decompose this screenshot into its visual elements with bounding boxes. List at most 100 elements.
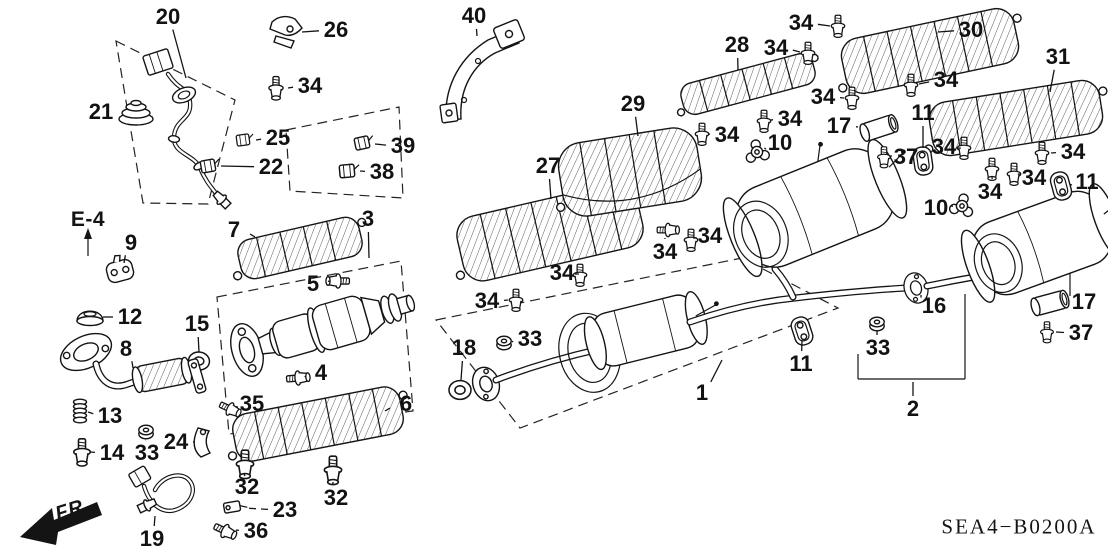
leader-line-39-7	[374, 143, 387, 146]
callout-17-20[interactable]: 17	[826, 113, 852, 138]
heat-shield-7	[232, 216, 367, 281]
e4-arrow-head	[84, 228, 92, 239]
callout-34-2[interactable]: 34	[297, 73, 323, 98]
callout-10-23[interactable]: 10	[767, 130, 793, 155]
leader-line-11-28	[1070, 183, 1073, 186]
bolt-37-bottom	[1040, 321, 1054, 344]
callout-37-32[interactable]: 37	[1068, 320, 1094, 345]
callout-34-24[interactable]: 34	[931, 134, 957, 159]
group-box-converter	[216, 260, 414, 435]
callout-13-53[interactable]: 13	[97, 403, 123, 428]
callout-5-45[interactable]: 5	[306, 271, 320, 296]
callout-32-57[interactable]: 32	[234, 474, 260, 499]
clip-39	[353, 133, 376, 152]
leader-line-32-57	[243, 473, 246, 477]
clip-38	[338, 162, 361, 179]
callout-28-11[interactable]: 28	[724, 32, 750, 57]
callout-34-25[interactable]: 34	[1060, 139, 1086, 164]
callout-34-38[interactable]: 34	[697, 223, 723, 248]
bolt-14	[72, 438, 92, 467]
hanger-bracket-9	[105, 254, 135, 284]
callout-37-22[interactable]: 37	[893, 144, 919, 169]
callout-31-13[interactable]: 31	[1045, 44, 1071, 69]
callout-11-28[interactable]: 11	[1075, 169, 1099, 194]
nut-33-center	[496, 335, 512, 351]
callout-33-41[interactable]: 33	[517, 326, 543, 351]
callout-34-14[interactable]: 34	[788, 10, 814, 35]
callout-34-40[interactable]: 34	[474, 288, 500, 313]
callout-34-17[interactable]: 34	[810, 84, 836, 109]
group-bracket-rear	[857, 233, 1071, 380]
callout-12-50[interactable]: 12	[117, 304, 143, 329]
callout-20-0[interactable]: 20	[155, 4, 181, 29]
callout-26-1[interactable]: 26	[323, 17, 349, 42]
callout-21-4[interactable]: 21	[88, 99, 114, 124]
leader-line-10-23	[764, 147, 767, 150]
heat-shield-6	[227, 386, 408, 462]
callout-34-15[interactable]: 34	[763, 35, 789, 60]
bolt-34-29b	[683, 228, 699, 253]
callout-34-39[interactable]: 34	[549, 260, 575, 285]
callout-4-46[interactable]: 4	[314, 360, 328, 385]
leader-line-30-12	[937, 30, 955, 33]
callout-34-26[interactable]: 34	[1021, 165, 1047, 190]
callout-8-51[interactable]: 8	[119, 336, 133, 361]
callout-40-3[interactable]: 40	[461, 3, 487, 28]
callout-33-33[interactable]: 33	[865, 335, 891, 360]
callout-34-19[interactable]: 34	[714, 122, 740, 147]
leader-line-34-14	[817, 23, 831, 27]
leader-line-23-59	[243, 507, 269, 511]
callout-38-8[interactable]: 38	[369, 159, 395, 184]
callout-33-55[interactable]: 33	[134, 440, 160, 465]
callout-7-43[interactable]: 7	[227, 217, 241, 242]
callout-34-18[interactable]: 34	[777, 106, 803, 131]
callout-17-31[interactable]: 17	[1071, 289, 1097, 314]
leader-lines	[87, 23, 1073, 532]
callout-11-34[interactable]: 11	[789, 351, 813, 376]
o2-sensor-secondary	[128, 465, 195, 516]
callout-32-58[interactable]: 32	[323, 485, 349, 510]
callout-22-6[interactable]: 22	[258, 154, 284, 179]
callout-6-48[interactable]: 6	[399, 391, 413, 416]
leader-line-20-0	[172, 29, 187, 79]
callout-2-36[interactable]: 2	[906, 396, 920, 421]
pipe-finisher-17-top	[857, 112, 901, 144]
callout-9-49[interactable]: 9	[124, 230, 138, 255]
callout-27-9[interactable]: 27	[535, 153, 561, 178]
callout-10-29[interactable]: 10	[923, 195, 949, 220]
leader-line-15-52	[197, 336, 200, 353]
callout-24-56[interactable]: 24	[163, 429, 189, 454]
callout-29-10[interactable]: 29	[620, 91, 646, 116]
grommet-21	[118, 99, 154, 126]
callout-30-12[interactable]: 30	[958, 17, 984, 42]
callout-39-7[interactable]: 39	[390, 133, 416, 158]
callout-34-27[interactable]: 34	[977, 179, 1003, 204]
heat-shield-30	[838, 7, 1022, 95]
leader-line-27-9	[548, 178, 552, 200]
callout-34-16[interactable]: 34	[933, 67, 959, 92]
callout-16-30[interactable]: 16	[921, 293, 947, 318]
callout-11-21[interactable]: 11	[911, 100, 935, 125]
callout-3-44[interactable]: 3	[361, 206, 375, 231]
callout-18-42[interactable]: 18	[451, 335, 477, 360]
callout-35-47[interactable]: 35	[239, 391, 265, 416]
leader-line-3-44	[367, 231, 370, 259]
callout-34-37[interactable]: 34	[652, 239, 678, 264]
callout-23-59[interactable]: 23	[272, 497, 298, 522]
group-box-harness	[115, 39, 236, 205]
callout-14-54[interactable]: 14	[99, 440, 125, 465]
callout-25-5[interactable]: 25	[265, 125, 291, 150]
front-pipe	[59, 332, 207, 394]
bolt-32-right	[323, 455, 343, 486]
hanger-11-b	[1047, 169, 1075, 203]
clamp-10-b	[948, 191, 977, 219]
callout-1-35[interactable]: 1	[695, 380, 709, 405]
callout-19-61[interactable]: 19	[139, 526, 165, 551]
leader-line-7-43	[249, 233, 256, 238]
clamp-10-a	[742, 137, 771, 164]
callout-15-52[interactable]: 15	[184, 311, 210, 336]
callout-36-60[interactable]: 36	[243, 518, 269, 543]
diagram-code: SEA4−B0200A	[941, 514, 1097, 539]
